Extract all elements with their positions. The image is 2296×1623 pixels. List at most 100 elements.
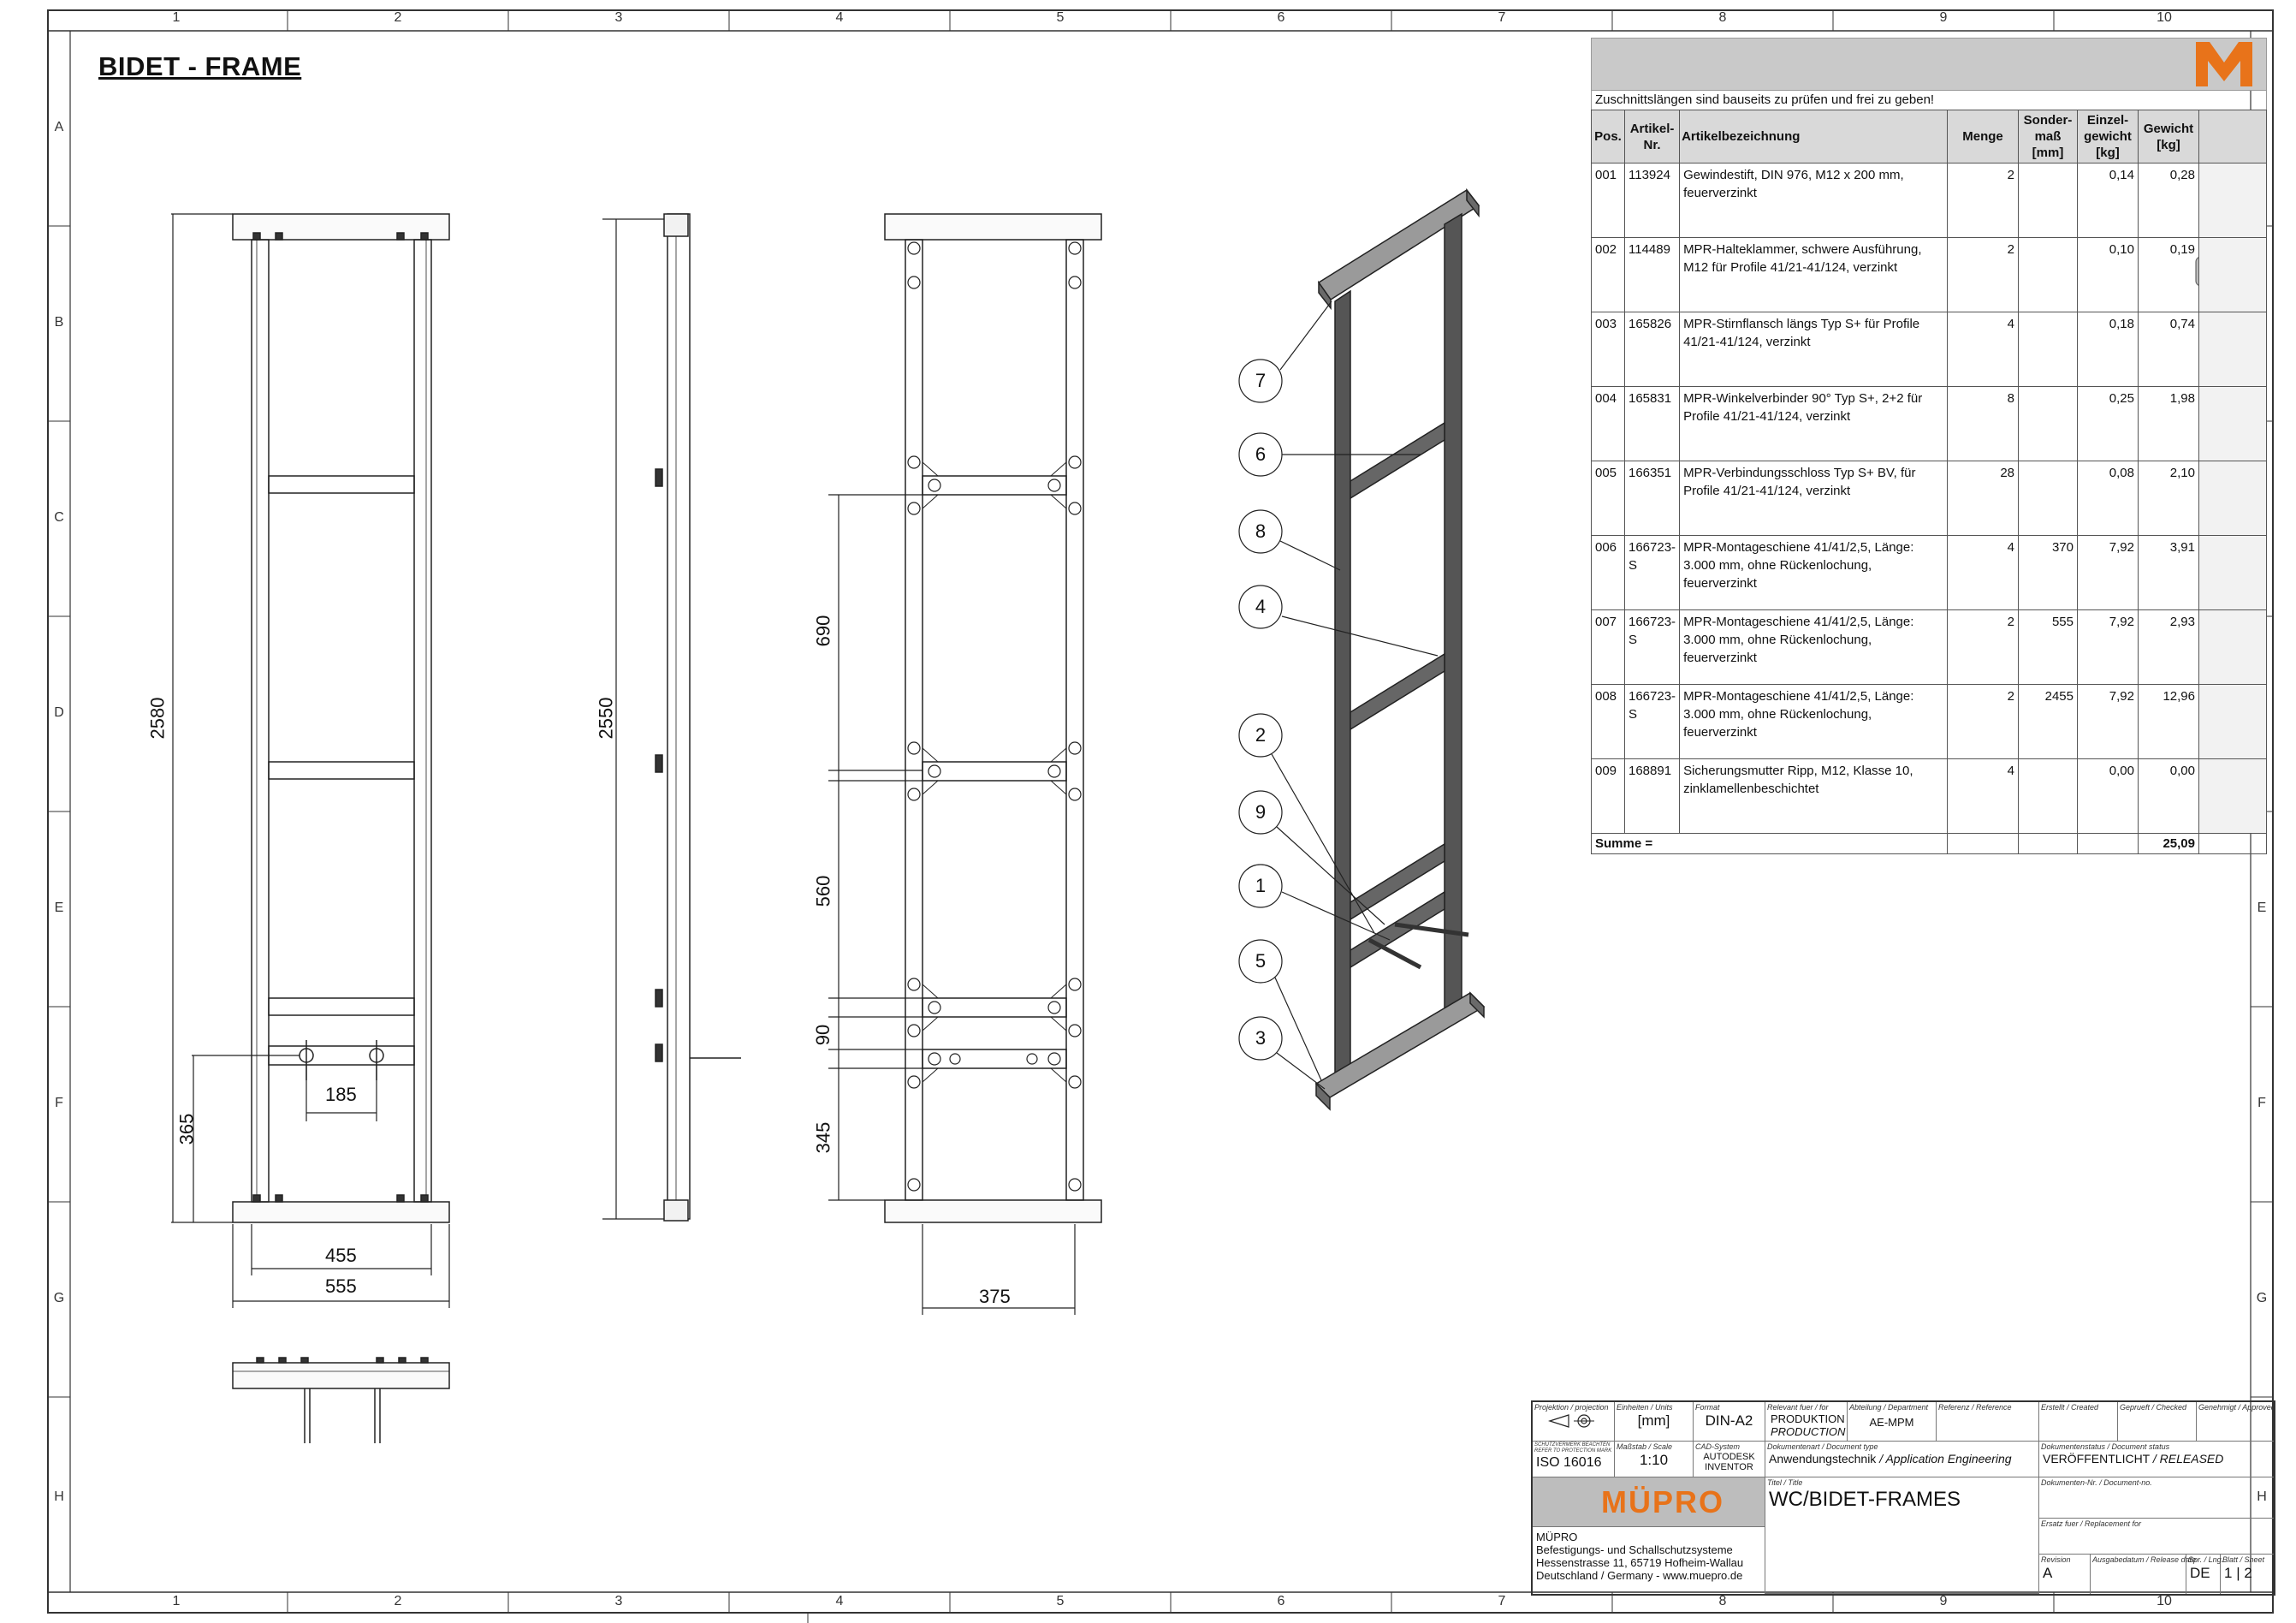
bom-pos: 003 [1591,312,1625,387]
bom-pos: 006 [1591,535,1625,610]
bill-of-materials: Zuschnittslängen sind bauseits zu prüfen… [1591,38,2267,854]
bom-pos: 002 [1591,237,1625,312]
tb-department: Abteilung / Department AE-MPM [1848,1402,1937,1442]
zone-row-f: F [2257,1096,2266,1110]
tb-created: Erstellt / Created [2039,1402,2118,1442]
rear-view [884,213,1102,1223]
bom-desc: MPR-Verbindungsschloss Typ S+ BV, für Pr… [1679,461,1948,536]
balloon-6: 6 [1255,443,1267,465]
zone-row-a: A [54,120,64,134]
balloon-8: 8 [1255,520,1267,542]
bom-col-pos: Pos. [1591,110,1625,163]
tb-approved: Genehmigt / Approved [2197,1402,2275,1442]
tb-company-logo: MÜPRO [1533,1477,1765,1527]
zone-col-7: 7 [1498,10,1506,25]
bom-sum-row: Summe = 25,09 [1591,833,2267,854]
zone-row-f: F [55,1096,63,1110]
bom-unit-weight: 0,08 [2077,461,2139,536]
bom-weight: 12,96 [2138,684,2199,759]
zone-col-4: 4 [835,10,844,25]
bom-image [2198,386,2267,461]
table-row: 001 113924 Gewindestift, DIN 976, M12 x … [1591,163,2267,238]
dim-rear-90: 90 [812,1024,834,1046]
tb-protection: SCHUTZVERMERK BEACHTEN REFER TO PROTECTI… [1533,1442,1615,1477]
bom-weight: 2,10 [2138,461,2199,536]
bom-article: 166723-S [1623,535,1681,610]
bom-special [2018,312,2078,387]
dim-width-inner: 455 [325,1245,357,1266]
balloon-9: 9 [1255,801,1267,823]
bom-article: 166351 [1623,461,1681,536]
bom-weight: 0,19 [2138,237,2199,312]
bom-qty: 4 [1947,535,2019,610]
side-view-dimensions [602,218,664,1220]
tb-title: Titel / Title WC/BIDET-FRAMES [1765,1477,2039,1594]
isometric-view [1314,187,1486,1111]
bom-article: 113924 [1623,163,1681,238]
table-row: 003 165826 MPR-Stirnflansch längs Typ S+… [1591,312,2267,387]
zone-column-dividers [287,10,2055,1613]
tb-cad: CAD-System AUTODESK INVENTOR [1694,1442,1765,1477]
balloon-2: 2 [1255,724,1267,746]
front-view [232,213,450,1223]
bom-desc: MPR-Montageschiene 41/41/2,5, Länge: 3.0… [1679,535,1948,610]
dim-bolt-spacing: 185 [325,1084,357,1105]
bom-unit-weight: 0,25 [2077,386,2139,461]
zone-col-4: 4 [835,1594,844,1608]
tb-docno: Dokumenten-Nr. / Document-no. [2039,1477,2274,1519]
bom-col-article: Artikel-Nr. [1623,110,1681,163]
zone-col-10: 10 [2157,10,2172,25]
front-view-dimensions [171,213,450,1308]
zone-row-c: C [54,510,64,525]
bom-col-image [2198,110,2267,163]
bom-header-row: Pos. Artikel-Nr. Artikelbezeichnung Meng… [1591,110,2267,163]
tb-doctype: Dokumentenart / Document type Anwendungs… [1765,1442,2039,1477]
bom-weight: 0,28 [2138,163,2199,238]
title-block: Projektion / projection Einheiten / Unit… [1531,1400,2275,1596]
bom-weight: 1,98 [2138,386,2199,461]
table-row: 009 168891 Sicherungsmutter Ripp, M12, K… [1591,758,2267,834]
zone-col-3: 3 [614,1594,623,1608]
bom-col-description: Artikelbezeichnung [1679,110,1948,163]
bom-sum-label: Summe = [1591,833,1948,854]
zone-col-10: 10 [2157,1594,2172,1608]
dim-rear-690: 690 [812,615,834,647]
side-view [655,213,741,1222]
bom-unit-weight: 7,92 [2077,535,2139,610]
bom-desc: MPR-Halteklammer, schwere Ausführung, M1… [1679,237,1948,312]
zone-col-9: 9 [1939,10,1948,25]
muepro-logo: MÜPRO [1601,1484,1724,1519]
bom-pos: 001 [1591,163,1625,238]
bom-unit-weight: 7,92 [2077,609,2139,685]
bom-special: 2455 [2018,684,2078,759]
zone-col-2: 2 [394,1594,402,1608]
bom-qty: 2 [1947,237,2019,312]
dim-front-height: 2580 [146,697,169,740]
bom-image [2198,535,2267,610]
zone-col-5: 5 [1056,1594,1065,1608]
bom-article: 168891 [1623,758,1681,834]
bom-image [2198,758,2267,834]
bom-article: 166723-S [1623,684,1681,759]
bom-image [2198,163,2267,238]
zone-col-6: 6 [1277,10,1285,25]
zone-col-2: 2 [394,10,402,25]
bom-special: 370 [2018,535,2078,610]
bom-image [2198,461,2267,536]
bom-desc: MPR-Montageschiene 41/41/2,5, Länge: 3.0… [1679,609,1948,685]
bom-special [2018,237,2078,312]
balloon-leaders [1238,300,1439,1090]
zone-row-h: H [54,1489,64,1504]
bom-sum-value: 25,09 [2138,833,2199,854]
balloon-1: 1 [1255,875,1267,896]
tb-company-address: MÜPRO Befestigungs- und Schallschutzsyst… [1533,1527,1765,1594]
balloon-5: 5 [1255,950,1267,972]
zone-row-h: H [2257,1489,2267,1504]
bom-article: 114489 [1623,237,1681,312]
document-title: WC/BIDET-FRAMES [1769,1488,1961,1511]
bom-qty: 2 [1947,163,2019,238]
bom-image [2198,312,2267,387]
bom-special [2018,758,2078,834]
bom-pos: 009 [1591,758,1625,834]
drawing-title: BIDET - FRAME [98,51,302,81]
